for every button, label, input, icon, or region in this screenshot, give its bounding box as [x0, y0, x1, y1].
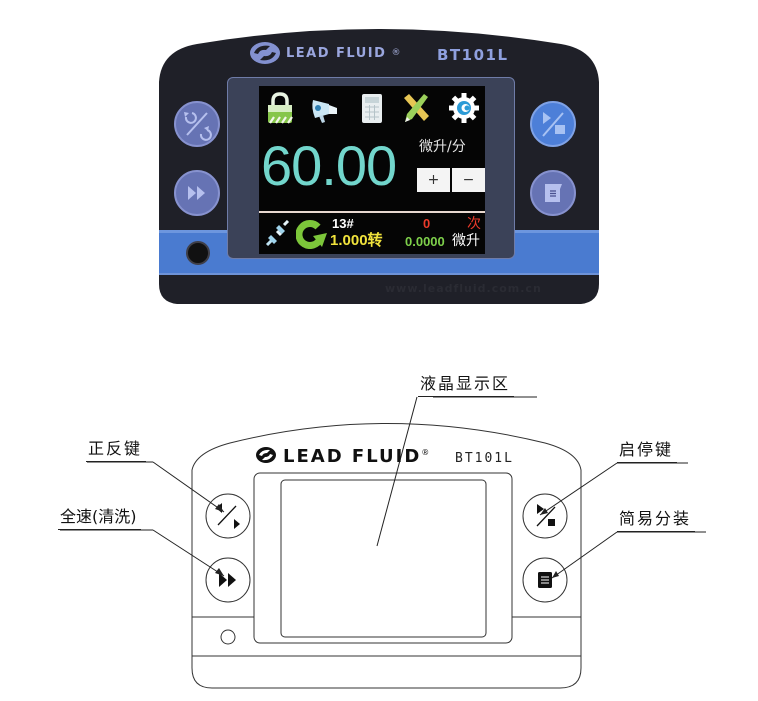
diagram-registered-mark: ®: [421, 448, 432, 457]
website-text: www.leadfluid.com.cn: [385, 282, 542, 295]
lock-icon[interactable]: [265, 92, 295, 124]
direction-button[interactable]: [174, 101, 220, 147]
indicator-port: [186, 241, 210, 265]
flow-rate-unit: 微升/分: [419, 139, 466, 155]
diagram-model-label: BT101L: [455, 451, 514, 466]
reverse-forward-icon: [184, 112, 212, 141]
gear-icon[interactable]: [449, 92, 479, 124]
volume-value: 0.0000: [405, 234, 445, 249]
increase-button[interactable]: +: [417, 168, 450, 192]
calculator-icon[interactable]: [357, 92, 387, 124]
callout-lcd-area: 液晶显示区: [418, 374, 515, 397]
volume-unit: 微升: [452, 232, 480, 248]
flow-rate-value: 60.00: [261, 134, 397, 197]
pencil-ruler-icon[interactable]: [401, 92, 431, 124]
decrease-button[interactable]: −: [452, 168, 485, 192]
megaphone-icon[interactable]: [309, 92, 339, 124]
device-brand-logo: LEAD FLUID ®: [248, 38, 400, 68]
tube-number: 13#: [332, 216, 354, 231]
lead-fluid-logo-icon: [250, 42, 280, 64]
callout-simple-dispense: 简易分装: [617, 509, 696, 532]
rotation-count: 1.000转: [330, 232, 383, 249]
callout-start-stop-key: 启停键: [617, 440, 678, 463]
diagram-brand-name: LEAD FLUID: [283, 446, 422, 467]
document-icon: [545, 184, 562, 202]
callout-full-speed-clean: 全速(清洗): [58, 507, 141, 530]
rotation-arrow-icon: [296, 220, 327, 249]
fast-forward-icon: [188, 186, 205, 200]
dispense-button[interactable]: [530, 170, 576, 216]
full-speed-button[interactable]: [174, 170, 220, 216]
callout-direction-key: 正反键: [86, 439, 147, 462]
play-stop-icon: [542, 112, 565, 137]
lcd-divider: [259, 211, 485, 213]
lcd-screen: 60.00 微升/分 + − 13# 1.000转 0 次 0.0000 微升: [259, 86, 485, 254]
cycle-count-unit: 次: [467, 215, 481, 231]
tube-connector-icon[interactable]: [264, 220, 290, 248]
cycle-count: 0: [423, 216, 431, 231]
device-model-label: BT101L: [437, 46, 509, 64]
registered-mark: ®: [391, 48, 401, 58]
device-brand-text: LEAD FLUID: [286, 45, 387, 61]
start-stop-button[interactable]: [530, 101, 576, 147]
diagram-brand-text: LEAD FLUID®: [283, 446, 431, 467]
